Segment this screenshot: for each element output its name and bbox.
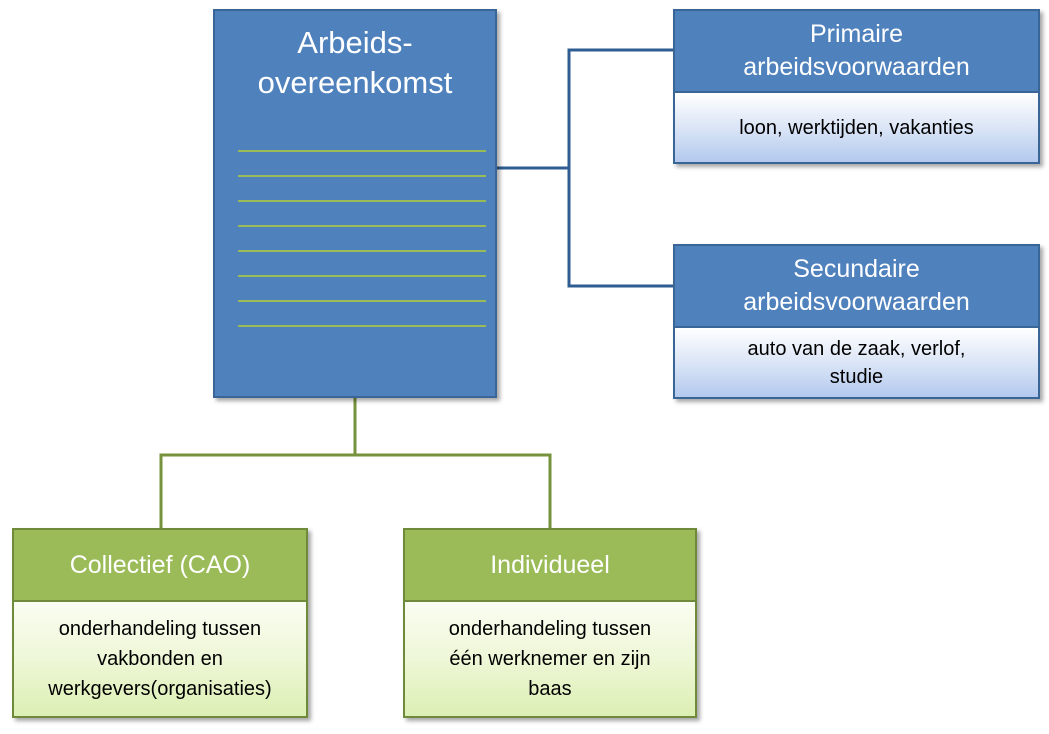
contract-title-line-1: Arbeids- xyxy=(297,25,413,60)
primary-conditions-card: Primaire arbeidsvoorwaarden loon, werkti… xyxy=(673,9,1040,164)
individual-card: Individueel onderhandeling tussen één we… xyxy=(403,528,697,718)
primary-body-line-1: loon, werktijden, vakanties xyxy=(739,116,974,139)
collective-header: Collectief (CAO) xyxy=(12,528,308,602)
collective-body-line-1: onderhandeling tussen xyxy=(58,618,262,640)
primary-conditions-body: loon, werktijden, vakanties xyxy=(673,93,1040,164)
secondary-body-line-1: auto van de zaak, verlof, xyxy=(747,337,966,360)
primary-conditions-header: Primaire arbeidsvoorwaarden xyxy=(673,9,1040,93)
contract-title: Arbeids- overeenkomst xyxy=(215,23,495,103)
individual-body-line-3: baas xyxy=(528,678,572,700)
primary-title-line-2: arbeidsvoorwaarden xyxy=(743,53,970,81)
connector-main-to-secondary xyxy=(567,168,673,288)
collective-body-line-2: vakbonden en xyxy=(97,648,223,670)
individual-title: Individueel xyxy=(490,550,610,579)
document-line-8 xyxy=(238,325,486,327)
secondary-conditions-card: Secundaire arbeidsvoorwaarden auto van d… xyxy=(673,244,1040,399)
connector-main-to-individual xyxy=(355,453,552,528)
collective-body: onderhandeling tussen vakbonden en werkg… xyxy=(12,602,308,718)
individual-body: onderhandeling tussen één werknemer en z… xyxy=(403,602,697,718)
collective-body-line-3: werkgevers(organisaties) xyxy=(48,678,272,700)
primary-title-line-1: Primaire xyxy=(809,20,904,48)
document-line-1 xyxy=(238,150,486,152)
document-line-7 xyxy=(238,300,486,302)
secondary-conditions-body: auto van de zaak, verlof, studie xyxy=(673,328,1040,399)
collective-title: Collectief (CAO) xyxy=(69,550,251,579)
collective-card: Collectief (CAO) onderhandeling tussen v… xyxy=(12,528,308,718)
contract-title-line-2: overeenkomst xyxy=(257,65,453,100)
secondary-title-line-1: Secundaire xyxy=(793,255,920,283)
individual-header: Individueel xyxy=(403,528,697,602)
secondary-body-line-2: studie xyxy=(829,365,884,388)
secondary-conditions-header: Secundaire arbeidsvoorwaarden xyxy=(673,244,1040,328)
individual-body-line-1: onderhandeling tussen xyxy=(448,618,652,640)
contract-document-box: Arbeids- overeenkomst xyxy=(213,9,497,398)
document-line-2 xyxy=(238,175,486,177)
connector-main-to-collective xyxy=(159,398,357,528)
document-line-4 xyxy=(238,225,486,227)
document-line-5 xyxy=(238,250,486,252)
secondary-title-line-2: arbeidsvoorwaarden xyxy=(743,288,970,316)
document-line-6 xyxy=(238,275,486,277)
individual-body-line-2: één werknemer en zijn xyxy=(449,648,651,670)
document-line-3 xyxy=(238,200,486,202)
connector-main-to-primary xyxy=(497,48,673,170)
